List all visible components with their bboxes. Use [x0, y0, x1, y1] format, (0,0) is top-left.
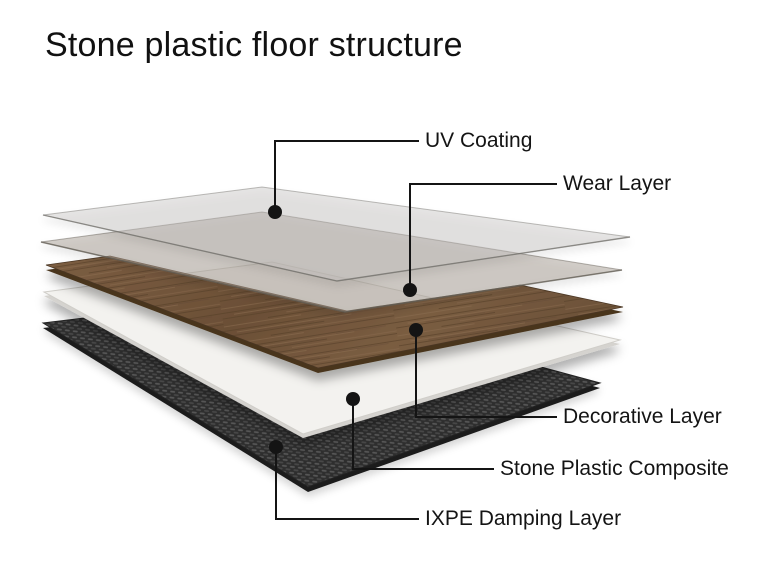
callout-stone-plastic-composite [346, 392, 494, 470]
callout-uv-coating [268, 140, 419, 219]
uv-thickness-edge [42, 214, 631, 282]
callout-decorative-layer [409, 323, 557, 418]
layer-shape-uv-coating [42, 186, 631, 282]
label-uv-coating: UV Coating [425, 129, 533, 152]
callout-dot-stone-plastic-composite [346, 392, 360, 406]
callout-ixpe-damping-layer [269, 440, 419, 520]
callout-line-ixpe-damping-layer [275, 447, 419, 520]
callout-wear-layer [403, 183, 557, 297]
callout-line-uv-coating [274, 140, 419, 212]
callout-line-stone-plastic-composite [352, 399, 494, 470]
callout-line-decorative-layer [415, 330, 557, 418]
label-ixpe-damping-layer: IXPE Damping Layer [425, 507, 622, 530]
callout-dot-decorative-layer [409, 323, 423, 337]
callout-line-wear-layer [409, 183, 557, 290]
label-stone-plastic-composite: Stone Plastic Composite [500, 457, 729, 480]
wear-thickness-edge [40, 241, 623, 313]
page-title: Stone plastic floor structure [45, 26, 463, 64]
callout-dot-uv-coating [268, 205, 282, 219]
callout-dot-wear-layer [403, 283, 417, 297]
callout-dot-ixpe-damping-layer [269, 440, 283, 454]
label-wear-layer: Wear Layer [563, 172, 672, 195]
label-decorative-layer: Decorative Layer [563, 405, 722, 428]
